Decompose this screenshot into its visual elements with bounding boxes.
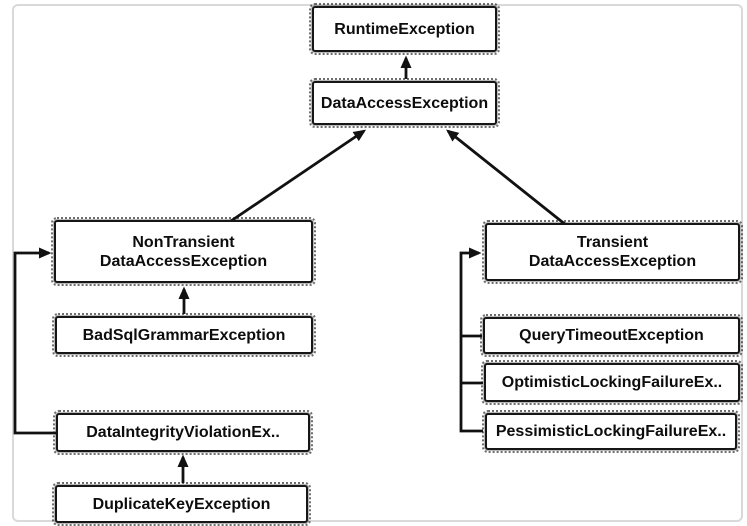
node-label: DataIntegrityViolationEx.. — [86, 424, 280, 441]
diagram-frame — [12, 4, 743, 522]
edge-trunk-to-transient — [459, 247, 483, 433]
node-label: RuntimeException — [334, 20, 475, 38]
node-label: BadSqlGrammarException — [82, 326, 286, 344]
node-query-timeout-exception: QueryTimeoutException — [480, 314, 743, 357]
node-label-line1: Transient — [576, 234, 649, 251]
node-duplicate-key-exception: DuplicateKeyException — [52, 482, 311, 526]
node-transient-data-access-exception: Transient DataAccessException — [482, 220, 743, 284]
node-label: DuplicateKeyException — [92, 495, 271, 513]
node-label: PessimisticLockingFailureEx.. — [495, 423, 727, 440]
node-pessimistic-locking-failure-exception: PessimisticLockingFailureEx.. — [482, 410, 740, 453]
edge-transient-to-dataaccess — [446, 129, 567, 227]
node-label: DataAccessException — [320, 94, 489, 112]
node-non-transient-data-access-exception: NonTransient DataAccessException — [51, 217, 316, 286]
node-label-line1: NonTransient — [132, 233, 235, 251]
node-label: OptimisticLockingFailureEx.. — [501, 374, 723, 391]
node-label: QueryTimeoutException — [519, 327, 704, 344]
node-data-integrity-violation-exception: DataIntegrityViolationEx.. — [53, 410, 313, 455]
edge-nontransient-to-dataaccess — [227, 129, 367, 225]
node-optimistic-locking-failure-exception: OptimisticLockingFailureEx.. — [481, 360, 743, 405]
node-data-access-exception: DataAccessException — [309, 78, 500, 128]
edge-dataintegrity-to-nontransient — [13, 247, 56, 435]
node-bad-sql-grammar-exception: BadSqlGrammarException — [52, 313, 316, 357]
node-label-line2: DataAccessException — [99, 252, 268, 270]
node-label-line2: DataAccessException — [528, 253, 697, 270]
node-runtime-exception: RuntimeException — [309, 3, 500, 55]
